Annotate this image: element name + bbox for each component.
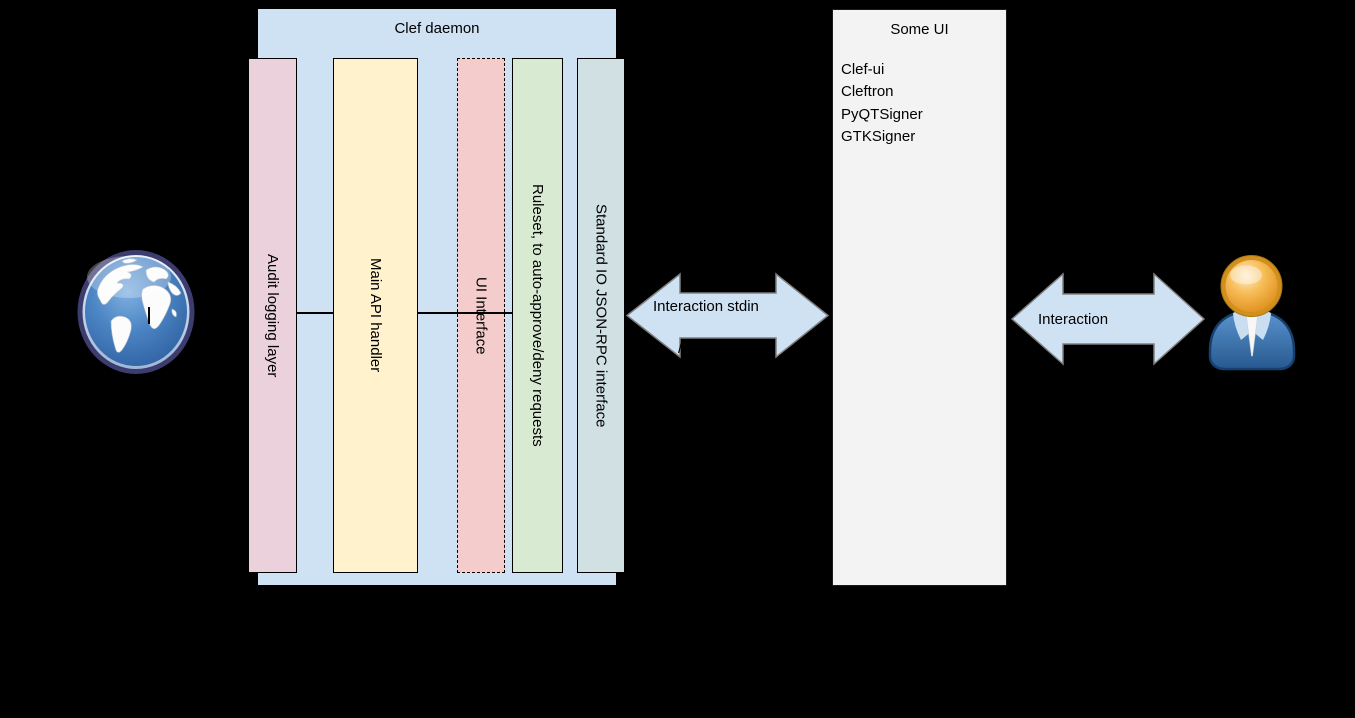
some-ui-box bbox=[832, 9, 1007, 586]
list-item-cleftron: Cleftron bbox=[841, 83, 894, 101]
layer-bar-stdio-jsonrpc: Standard IO JSON-RPC interface bbox=[577, 58, 625, 573]
arrow-stdin-stdout-label: Interaction stdin / stdout bbox=[653, 298, 759, 357]
connector-stub-globe bbox=[148, 307, 150, 324]
arrow-user-interaction: Interaction bbox=[1010, 272, 1206, 366]
arrow-stdin-stdout: Interaction stdin / stdout bbox=[625, 272, 830, 359]
layer-label-ui-interface: UI Interface bbox=[472, 276, 490, 355]
layer-bar-audit-logging: Audit logging layer bbox=[248, 58, 297, 573]
layer-bar-main-api: Main API handler bbox=[333, 58, 418, 573]
connector-line-audit-to-main bbox=[297, 312, 333, 314]
layer-bar-ui-interface: UI Interface bbox=[457, 58, 505, 573]
arrow-user-interaction-label: Interaction bbox=[1038, 311, 1109, 328]
layer-label-main-api: Main API handler bbox=[367, 258, 384, 373]
layer-label-ruleset: Ruleset, to auto-approve/deny requests bbox=[529, 184, 546, 447]
clef-daemon-title: Clef daemon bbox=[394, 20, 480, 37]
clef-daemon-box bbox=[257, 8, 617, 586]
list-item-clef-ui: Clef-ui bbox=[841, 61, 885, 78]
layer-bar-ruleset: Ruleset, to auto-approve/deny requests bbox=[512, 58, 563, 573]
list-item-pyqtsigner: PyQTSigner bbox=[841, 105, 923, 123]
layer-label-audit-logging: Audit logging layer bbox=[264, 253, 281, 378]
some-ui-list: Clef-ui Cleftron PyQTSigner GTKSigner bbox=[841, 59, 923, 148]
globe-icon bbox=[77, 250, 195, 374]
connector-line-main-to-ruleset bbox=[418, 312, 512, 314]
user-icon bbox=[1208, 255, 1296, 371]
layer-label-stdio-jsonrpc: Standard IO JSON-RPC interface bbox=[592, 203, 610, 428]
some-ui-title: Some UI bbox=[890, 21, 949, 38]
list-item-gtksigner: GTKSigner bbox=[841, 127, 916, 145]
